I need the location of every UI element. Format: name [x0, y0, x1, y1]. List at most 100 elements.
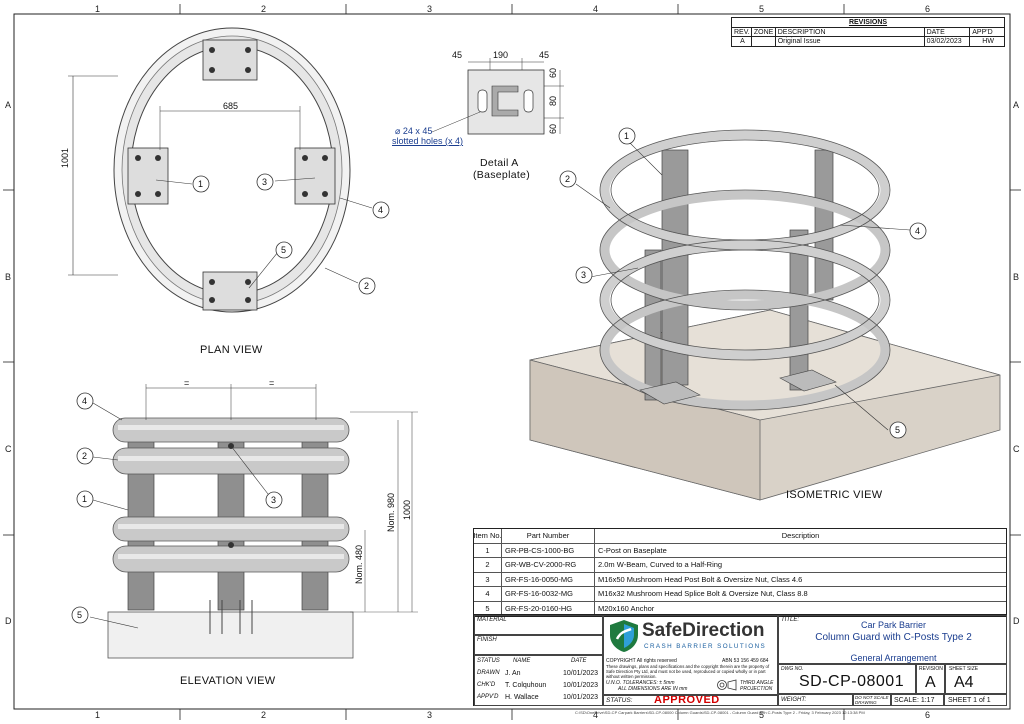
part-item: 4 — [474, 587, 502, 601]
part-item: 1 — [474, 543, 502, 557]
part-description: 2.0m W-Beam, Curved to a Half-Ring — [598, 560, 723, 570]
parts-row: 4 GR-FS-16-0032-MG M16x32 Mushroom Head … — [474, 587, 1006, 602]
grid-row-label: A — [5, 100, 12, 110]
parts-list-table: Item No. Part Number Description 1 GR-PB… — [473, 528, 1007, 617]
balloon-4: 4 — [378, 205, 384, 215]
revision-row: A Original Issue 03/02/2023 HW — [732, 37, 1004, 46]
balloon-1: 1 — [624, 131, 630, 141]
part-number: GR-WB-CV-2000-RG — [502, 558, 595, 572]
revision-cell: REVISION A — [916, 664, 945, 694]
detail-a-drawing — [431, 58, 564, 135]
balloon-2: 2 — [565, 174, 571, 184]
title-block: MATERIAL FINISH STATUS NAME DATE DRAWN J… — [473, 614, 1007, 706]
drawn-label: DRAWN — [477, 670, 500, 676]
grid-row-label: D — [5, 616, 12, 626]
plan-view-drawing — [68, 27, 373, 313]
checked-name: T. Colquhoun — [505, 682, 547, 689]
plan-view-title: PLAN VIEW — [200, 344, 263, 356]
weight-label: WEIGHT: — [781, 697, 807, 703]
drawing-number: SD-CP-08001 — [799, 673, 905, 690]
copyright-head: COPYRIGHT All rights reserved — [606, 658, 677, 664]
sheet-cell: SHEET 1 of 1 — [944, 694, 1007, 706]
grid-row-label: C — [5, 444, 12, 454]
part-number: GR-PB-CS-1000-BG — [502, 543, 595, 557]
parts-row: 2 GR-WB-CV-2000-RG 2.0m W-Beam, Curved t… — [474, 558, 1006, 573]
balloon-4: 4 — [915, 226, 921, 236]
title-cell: TITLE: Car Park Barrier Column Guard wit… — [778, 615, 1007, 664]
file-path: C:\SD\OneDrive\SD-CP Carpark Barriers\SD… — [575, 710, 865, 715]
grid-col-label: 6 — [925, 4, 931, 14]
dwg-no-label: DWG NO. — [781, 666, 804, 672]
elev-dim-eq1: = — [184, 378, 190, 388]
scale-value: SCALE: 1:17 — [894, 697, 935, 704]
parts-row: 3 GR-FS-16-0050-MG M16x50 Mushroom Head … — [474, 572, 1006, 587]
sheet-value: SHEET 1 of 1 — [948, 697, 991, 704]
name-header: NAME — [513, 658, 531, 664]
revision-label: REVISION — [919, 666, 943, 672]
balloon-2: 2 — [82, 451, 88, 461]
copyright-text: These drawings, plans and specifications… — [606, 664, 770, 679]
balloon-5: 5 — [895, 425, 901, 435]
part-description: C-Post on Baseplate — [598, 545, 667, 555]
abn: ABN 53 156 459 684 — [722, 658, 769, 664]
elev-dim-eq2: = — [269, 378, 275, 388]
title-line-1: Car Park Barrier — [860, 620, 926, 630]
revisions-header-row: REV. ZONE DESCRIPTION DATE APP'D — [732, 28, 1004, 37]
drawn-date: 10/01/2023 — [563, 670, 599, 677]
detail-note-hole: ⌀ 24 x 45 — [395, 126, 433, 136]
part-description: M16x32 Mushroom Head Splice Bolt & Overs… — [598, 589, 808, 599]
finish-label: FINISH — [477, 637, 497, 643]
item-no-header: Item No. — [474, 529, 502, 543]
third-angle-projection-icon — [717, 679, 737, 691]
revision-rev: A — [732, 37, 752, 46]
checked-label: CHK'D — [477, 682, 496, 688]
weight-cell: WEIGHT: — [778, 694, 853, 706]
projection-note: THIRD ANGLE PROJECTION — [740, 680, 774, 692]
status-label: STATUS: — [606, 697, 633, 704]
part-item: 2 — [474, 558, 502, 572]
balloon-3: 3 — [262, 177, 268, 187]
company-logo-name: SafeDirection — [642, 620, 765, 641]
part-item: 5 — [474, 601, 502, 616]
approved-date: 10/01/2023 — [563, 694, 599, 701]
balloon-2: 2 — [364, 281, 370, 291]
parts-row: 5 GR-FS-20-0160-HG M20x160 Anchor — [474, 601, 1006, 616]
grid-col-label: 2 — [261, 710, 267, 720]
revisions-title: REVISIONS — [732, 18, 1004, 28]
isometric-view-title: ISOMETRIC VIEW — [786, 489, 883, 501]
material-label: MATERIAL — [477, 617, 507, 623]
zone-header: ZONE — [752, 28, 776, 36]
elev-dim-nom-480: Nom. 480 — [354, 544, 364, 584]
description-header: DESCRIPTION — [776, 28, 925, 36]
grid-col-label: 3 — [427, 4, 433, 14]
grid-col-label: 2 — [261, 4, 267, 14]
material-cell: MATERIAL — [474, 615, 603, 635]
description-header: Description — [781, 531, 820, 541]
grid-col-label: 1 — [95, 710, 101, 720]
part-item: 3 — [474, 572, 502, 586]
revision-date: 03/02/2023 — [925, 37, 971, 46]
title-line-3: General Arrangement — [850, 653, 937, 663]
part-description: M16x50 Mushroom Head Post Bolt & Oversiz… — [598, 574, 803, 584]
company-tagline: CRASH BARRIER SOLUTIONS — [644, 643, 767, 650]
grid-col-label: 4 — [593, 710, 599, 720]
checked-date: 10/01/2023 — [563, 682, 599, 689]
plan-dim-width: 685 — [223, 101, 239, 111]
grid-row-label: D — [1013, 616, 1020, 626]
plan-dim-height: 1001 — [60, 147, 70, 168]
sheet-size-cell: SHEET SIZE A4 — [945, 664, 1007, 694]
balloon-5: 5 — [77, 610, 83, 620]
approved-label: APPV'D — [477, 694, 499, 700]
grid-col-label: 4 — [593, 4, 599, 14]
grid-col-label: 5 — [759, 4, 765, 14]
balloon-3: 3 — [581, 270, 587, 280]
part-description: M20x160 Anchor — [598, 604, 655, 614]
detail-dim-mid: 190 — [493, 50, 509, 60]
isometric-view-drawing — [529, 129, 1001, 501]
grid-col-label: 5 — [759, 710, 765, 720]
do-not-scale-cell: DO NOT SCALE DRAWING — [853, 694, 891, 706]
rev-header: REV. — [732, 28, 752, 36]
shield-logo-icon — [610, 620, 638, 652]
